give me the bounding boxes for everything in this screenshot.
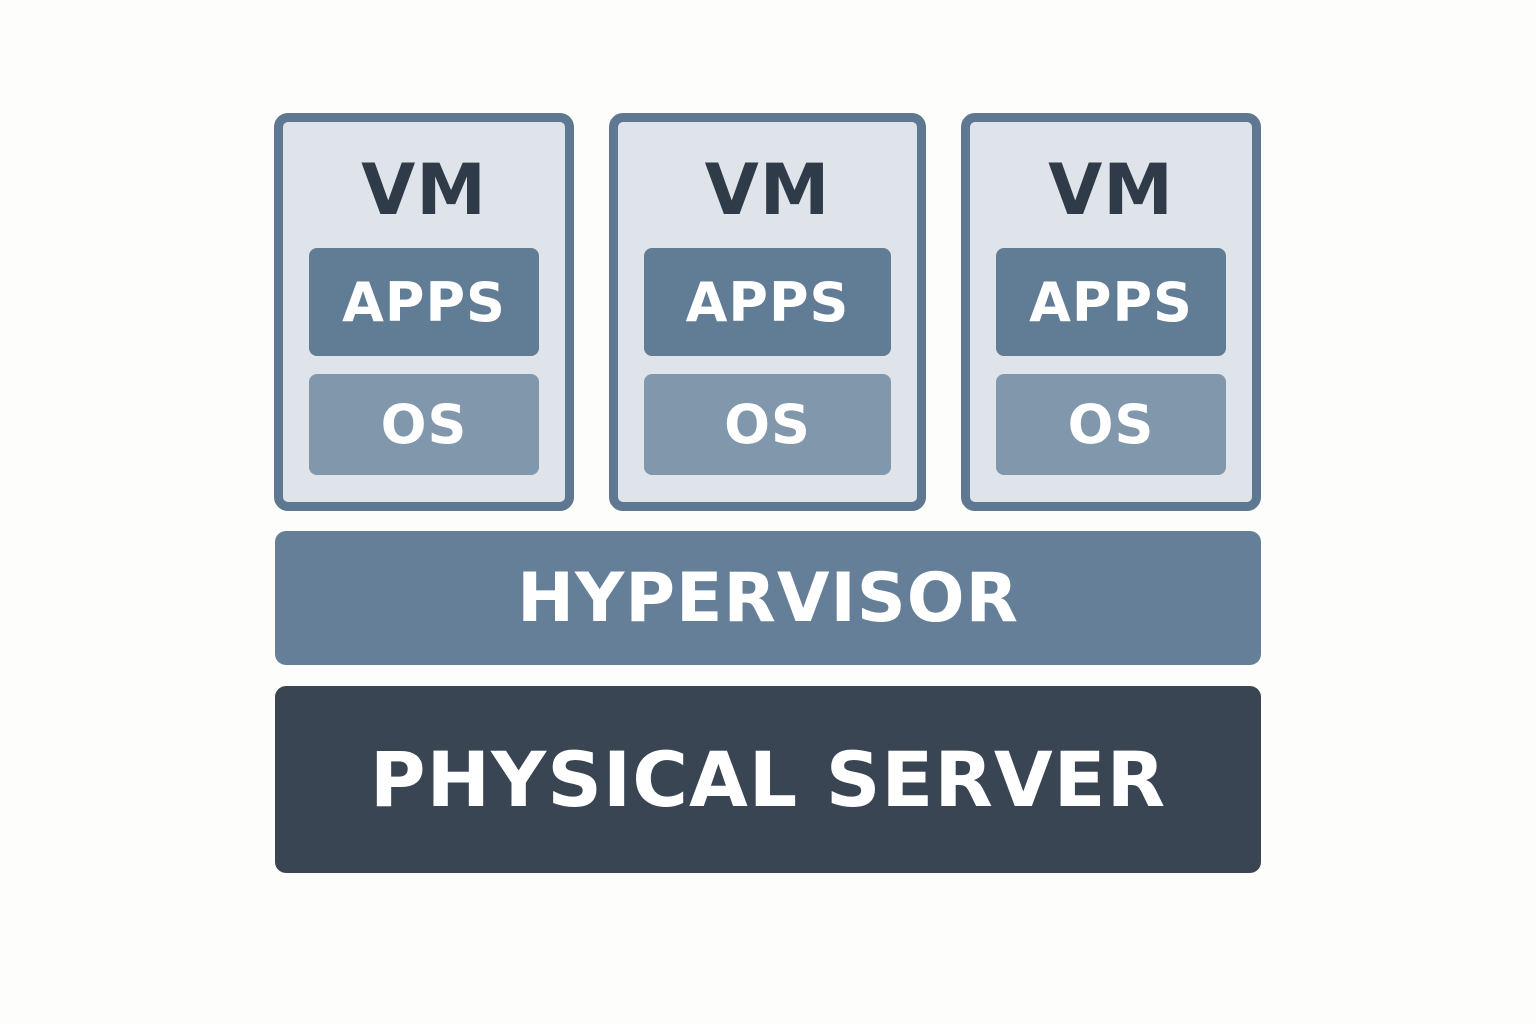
hypervisor-layer: HYPERVISOR [275,531,1261,665]
vm-title: VM [1048,149,1174,231]
apps-label: APPS [685,270,850,334]
os-label: OS [380,393,468,456]
vm-title: VM [704,149,831,231]
apps-layer: APPS [309,248,539,356]
vm-title: VM [361,149,487,231]
apps-label: APPS [1029,270,1193,334]
os-layer: OS [996,374,1226,475]
apps-layer: APPS [996,248,1226,356]
vm-box-3: VM APPS OS [961,113,1261,511]
vm-box-1: VM APPS OS [274,113,574,511]
hypervisor-label: HYPERVISOR [517,558,1019,638]
physical-server-label: PHYSICAL SERVER [369,735,1167,824]
apps-layer: APPS [644,248,891,356]
apps-label: APPS [342,270,506,334]
os-label: OS [724,393,811,456]
os-layer: OS [644,374,891,475]
physical-server-layer: PHYSICAL SERVER [275,686,1261,873]
vm-box-2: VM APPS OS [609,113,926,511]
os-layer: OS [309,374,539,475]
os-label: OS [1067,393,1155,456]
